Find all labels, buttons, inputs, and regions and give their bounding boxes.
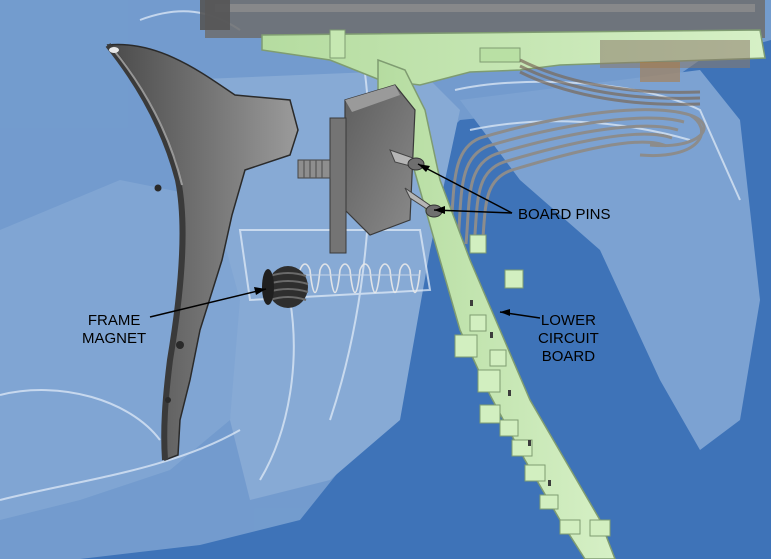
leader-line-board-pin-lower — [433, 209, 513, 214]
callout-lower-circuit-board-line2: CIRCUIT — [538, 330, 599, 347]
callout-lower-circuit-board-line1: LOWER — [540, 312, 596, 329]
callout-board-pins-text: BOARD PINS — [518, 206, 611, 223]
callout-lower-circuit-board: LOWER CIRCUIT BOARD — [538, 312, 599, 366]
trigger — [105, 43, 299, 462]
ribbon-cable-top — [519, 58, 701, 106]
leader-line-board-pin-upper — [417, 163, 513, 214]
spring — [299, 263, 421, 294]
callout-board-pins: BOARD PINS — [518, 206, 611, 224]
frame-magnet — [262, 266, 309, 308]
board-pin — [389, 149, 425, 171]
callout-frame-magnet: FRAME MAGNET — [82, 312, 146, 348]
switch-block — [297, 84, 416, 254]
ribbon-cable — [448, 108, 706, 249]
callout-lower-circuit-board-line3: BOARD — [541, 348, 596, 365]
leader-arrowheads — [254, 164, 510, 316]
callout-frame-magnet-line1: FRAME — [87, 312, 141, 329]
leader-line-frame-magnet — [149, 288, 267, 318]
callout-frame-magnet-line2: MAGNET — [82, 330, 147, 347]
